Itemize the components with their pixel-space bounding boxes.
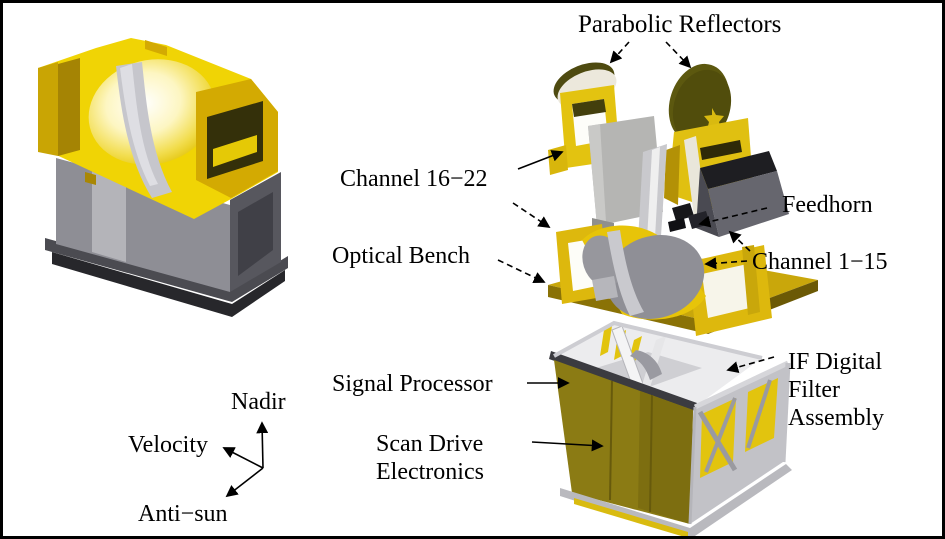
drum-strap-highlight (120, 64, 158, 186)
label-if-digital-filter-assembly: IF Digital Filter Assembly (788, 348, 884, 432)
arrow-scan-drive (531, 439, 604, 452)
right-face-brace-3 (746, 379, 772, 449)
label-if-filter-line2: Filter (788, 377, 840, 403)
optical-bench-model (548, 224, 818, 336)
arrow-parabolic-left (609, 41, 630, 64)
enclosure-top-rim (549, 351, 697, 411)
axis-anti-sun-arrow (225, 467, 264, 498)
scan-drum-strap (607, 230, 644, 316)
enclosure-front-panel-shade (638, 391, 693, 524)
panel-seam-2 (649, 394, 653, 513)
enclosure-right-top-frame (693, 360, 790, 410)
feedhorn-cluster-3 (668, 218, 686, 232)
label-if-filter-line1: IF Digital (788, 349, 882, 375)
housing-opening-sill (213, 135, 257, 167)
gray-box-right-inset (238, 192, 273, 276)
arrow-channel16-22-upper (517, 150, 564, 170)
label-feedhorn: Feedhorn (782, 192, 873, 218)
coordinate-axes (222, 421, 269, 498)
ch16-22-frame-hole-shadow (572, 99, 606, 117)
ch1-15-mount-slot (700, 140, 742, 160)
arrow-channel1-15-left (704, 257, 748, 270)
label-signal-processor: Signal Processor (332, 371, 493, 397)
enclosure-back-frame (553, 320, 763, 360)
ch1-15-receiver-front (708, 171, 789, 237)
arrow-optical-bench (497, 259, 546, 284)
bench-right-stand-bar (742, 245, 760, 315)
label-axis-velocity: Velocity (128, 432, 208, 458)
arrow-if-filter (726, 356, 775, 373)
ch1-15-left-panel-highlight (647, 147, 660, 240)
panel-seam-1 (609, 380, 613, 501)
if-card-slash-1 (600, 326, 612, 356)
gray-box-light-strip (92, 168, 126, 262)
right-face-brace-2 (704, 397, 737, 473)
bench-right-stand-hole (702, 263, 758, 318)
arrow-channel16-22-lower (512, 202, 551, 228)
label-scan-drive-line1: Scan Drive (376, 431, 484, 457)
label-axis-anti-sun: Anti−sun (138, 501, 228, 527)
reflector-assembly-ch16-22 (548, 62, 663, 232)
label-axis-nadir: Nadir (231, 389, 286, 415)
axis-velocity-arrow (222, 447, 264, 469)
enclosure-base-yellow-strip (574, 498, 688, 538)
reflector-assembly-ch1-15 (638, 63, 789, 241)
enclosure-base-rail (560, 464, 792, 538)
arrow-parabolic-right (665, 41, 692, 69)
label-channel-16-22: Channel 16−22 (340, 166, 488, 192)
arrow-channel1-15-upper (728, 230, 751, 252)
label-parabolic-reflectors: Parabolic Reflectors (578, 11, 782, 38)
yellow-housing-left-wall (38, 62, 58, 156)
yellow-housing-left-shadow (58, 58, 80, 156)
assembled-instrument (38, 38, 288, 317)
ch16-22-receiver-box-light (588, 124, 606, 226)
label-channel-1-15: Channel 1−15 (752, 249, 888, 275)
label-if-filter-line3: Assembly (788, 405, 884, 431)
housing-top-notch (145, 40, 167, 56)
label-optical-bench: Optical Bench (332, 243, 470, 269)
label-scan-drive-electronics: Scan Drive Electronics (376, 430, 484, 486)
housing-front-detail (85, 172, 96, 185)
bench-front-block (592, 276, 618, 301)
interior-duct (630, 350, 662, 380)
leader-arrows (497, 41, 775, 452)
enclosure-right-edge-frame (780, 362, 791, 463)
ch16-22-arm (548, 145, 568, 175)
axis-nadir-arrow (256, 421, 269, 469)
enclosure-corner-post (688, 406, 697, 525)
electronics-enclosure-model (549, 320, 792, 538)
arrow-feedhorn (698, 207, 768, 228)
ch1-15-receiver-top (700, 151, 777, 189)
ch1-15-mount-side (664, 145, 680, 205)
label-scan-drive-line2: Electronics (376, 459, 484, 485)
